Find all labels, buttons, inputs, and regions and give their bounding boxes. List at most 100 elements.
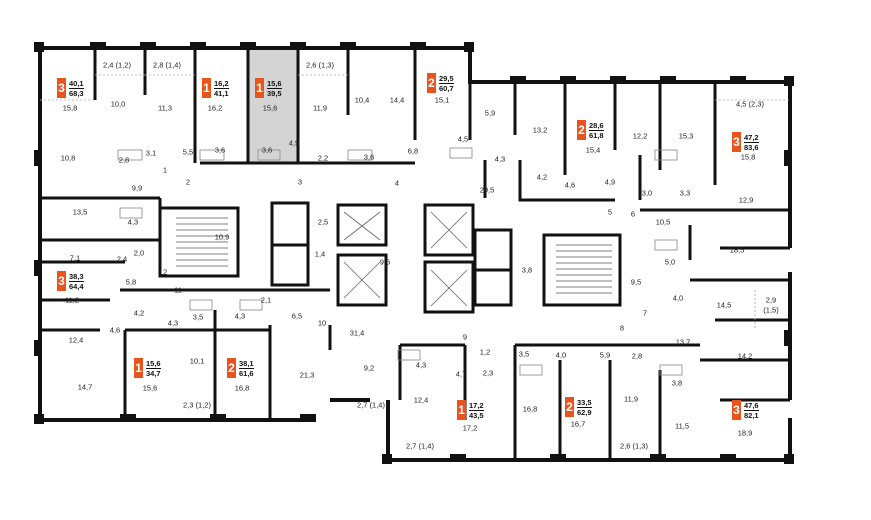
stairwells [158,206,622,307]
room-area-label: 4,6 [564,180,576,190]
room-area-label: 3,1 [145,148,157,158]
room-area-label: 3,6 [363,152,375,162]
room-area-label: 2,7 (1,4) [357,400,385,410]
elevator-shafts [270,201,513,314]
room-area-label: 14,7 [77,382,93,392]
room-area-label: 11 [174,285,182,295]
total-area: 17,2 [469,400,484,411]
total-area: 15,6 [267,78,282,89]
room-area-label: 4,3 [234,311,246,321]
room-area-label: 2,3 [482,368,494,378]
room-area-label: (1,5) [763,305,779,315]
room-area-label: 2,8 [631,351,643,361]
room-area-label: 2,3 (1,2) [183,400,211,410]
room-area-label: 15,1 [434,95,450,105]
room-area-label: 4,2 [133,308,145,318]
room-area-label: 3 [297,177,303,187]
room-area-label: 2,0 [133,248,145,258]
total-area: 15,6 [146,358,161,369]
room-area-label: 5,9 [599,350,611,360]
room-area-label: 5,8 [125,277,137,287]
room-count-badge: 1 [255,78,264,98]
highlighted-apartment[interactable] [248,48,298,163]
room-count-badge: 1 [457,400,466,420]
room-area-label: 4,7 [455,369,467,379]
room-count-badge: 2 [577,120,586,140]
room-area-label: 4,2 [536,172,548,182]
room-area-label: 2,1 [260,295,272,305]
room-area-label: 15,8 [740,152,756,162]
room-area-label: 5,0 [664,257,676,267]
total-area: 38,1 [239,358,254,369]
living-area: 39,5 [267,88,282,98]
room-area-label: 7 [642,308,648,318]
room-area-label: 31,4 [349,328,365,338]
room-area-label: 9,2 [363,363,375,373]
room-area-label: 4,0 [555,350,567,360]
room-area-label: 11,9 [312,103,328,113]
total-area: 47,2 [744,132,759,143]
room-area-label: 16,8 [522,404,538,414]
room-area-label: 18,5 [729,245,745,255]
living-area: 41,1 [214,88,229,98]
room-count-badge: 2 [227,358,236,378]
room-area-label: 15,6 [142,383,158,393]
room-area-label: 3,5 [192,312,204,322]
room-area-label: 9 [462,332,468,342]
interior-walls [40,48,790,460]
room-area-label: 8 [619,323,625,333]
room-area-label: 13,5 [72,207,88,217]
room-count-badge: 3 [732,400,741,420]
room-area-label: 4,0 [672,293,684,303]
room-area-label: 2 [185,177,191,187]
room-area-label: 13,7 [675,337,691,347]
room-area-label: 3,8 [521,265,533,275]
room-area-label: 9,6 [379,257,391,267]
living-area: 68,3 [69,88,84,98]
living-area: 62,9 [577,407,592,417]
room-area-label: 12,2 [632,131,648,141]
room-area-label: 4,3 [494,154,506,164]
room-count-badge: 1 [134,358,143,378]
room-area-label: 2,6 (1,3) [306,60,334,70]
room-area-label: 3,0 [641,188,653,198]
room-area-label: 4,3 [167,318,179,328]
room-area-label: 17,2 [462,423,478,433]
room-count-badge: 3 [57,78,66,98]
room-count-badge: 2 [565,397,574,417]
room-area-label: 12,9 [738,195,754,205]
room-area-label: 4,9 [604,177,616,187]
room-area-label: 10,4 [354,95,370,105]
bathroom-fixtures [117,147,683,376]
room-area-label: 15,3 [678,131,694,141]
living-area: 61,6 [239,368,254,378]
room-area-label: 4,5 (2,3) [736,99,764,109]
room-count-badge: 3 [732,132,741,152]
room-area-label: 14,5 [716,300,732,310]
room-area-label: 10 [317,318,327,328]
living-area: 61,8 [589,130,604,140]
room-area-label: 2,8 [118,155,130,165]
